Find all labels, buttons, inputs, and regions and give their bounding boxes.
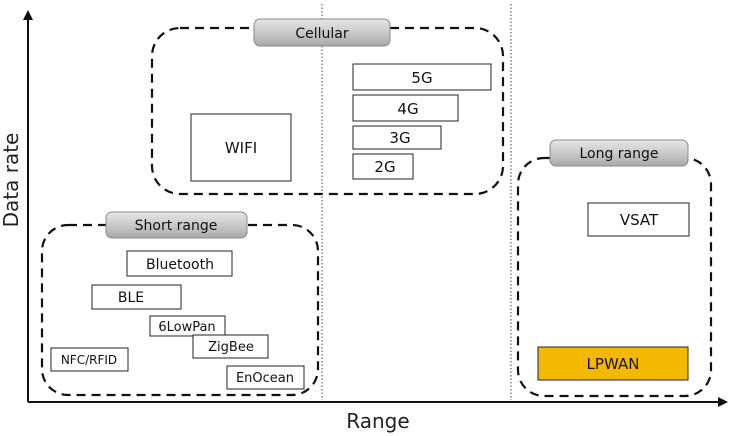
tech-box-vsat: VSAT bbox=[587, 202, 690, 237]
x-axis-label: Range bbox=[346, 409, 409, 433]
short-range-title: Short range bbox=[135, 218, 218, 234]
tech-box-lpwan: LPWAN bbox=[537, 346, 689, 381]
tech-label-wifi: WIFI bbox=[225, 139, 257, 157]
tech-box-2g: 2G bbox=[352, 153, 414, 180]
tech-box-wifi: WIFI bbox=[190, 113, 292, 182]
tech-label-enocean: EnOcean bbox=[236, 371, 294, 386]
tech-box-ble: BLE bbox=[91, 284, 182, 310]
cellular-pill: Cellular bbox=[253, 18, 391, 47]
tech-label-lpwan: LPWAN bbox=[587, 355, 640, 373]
tech-label-nfc-rfid: NFC/RFID bbox=[61, 353, 117, 367]
long-range-title: Long range bbox=[579, 146, 658, 162]
tech-box-zigbee: ZigBee bbox=[192, 334, 269, 359]
short-range-pill: Short range bbox=[105, 211, 248, 239]
lpwan-highlight bbox=[537, 346, 689, 381]
tech-box-6lowpan: 6LowPan bbox=[149, 315, 226, 337]
long-range-pill: Long range bbox=[549, 139, 689, 167]
tech-label-bluetooth: Bluetooth bbox=[146, 257, 214, 273]
tech-box-enocean: EnOcean bbox=[226, 365, 305, 390]
cellular-title: Cellular bbox=[295, 26, 349, 42]
cellular-group-region bbox=[150, 26, 505, 196]
tech-box-bluetooth: Bluetooth bbox=[126, 250, 233, 277]
tech-label-3g: 3G bbox=[389, 129, 410, 147]
tech-label-ble: BLE bbox=[118, 290, 144, 306]
tech-label-5g: 5G bbox=[411, 69, 432, 87]
y-axis-label: Data rate bbox=[0, 133, 23, 228]
tech-box-nfc-rfid: NFC/RFID bbox=[50, 347, 129, 372]
tech-label-zigbee: ZigBee bbox=[208, 340, 254, 355]
tech-box-3g: 3G bbox=[352, 125, 442, 150]
tech-box-4g: 4G bbox=[352, 94, 459, 122]
tech-label-2g: 2G bbox=[374, 158, 395, 176]
tech-label-4g: 4G bbox=[397, 100, 418, 118]
long-range-group-region bbox=[516, 156, 713, 398]
tech-box-5g: 5G bbox=[352, 63, 492, 91]
tech-label-6lowpan: 6LowPan bbox=[158, 320, 215, 335]
tech-label-vsat: VSAT bbox=[620, 211, 659, 229]
